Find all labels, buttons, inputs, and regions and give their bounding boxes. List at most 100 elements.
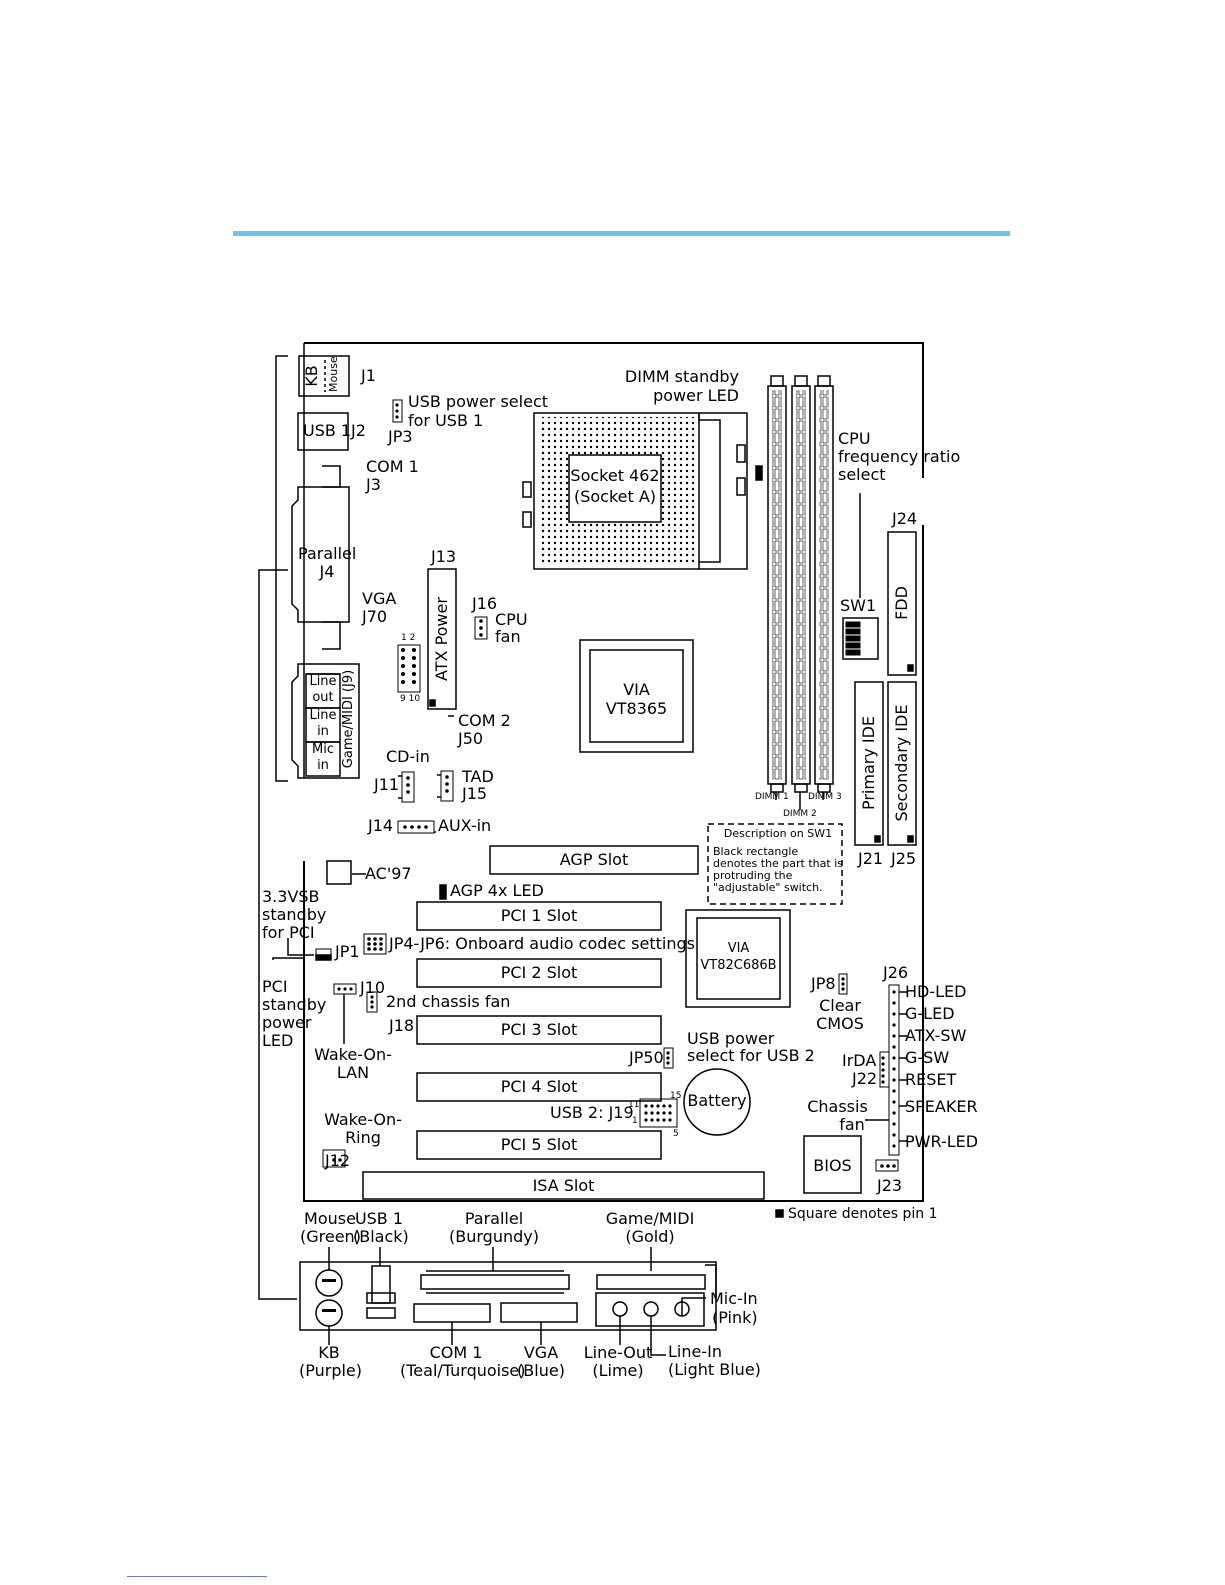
pci5-slot [416,1130,662,1160]
agp-led [439,884,447,900]
clear-label: Clear [819,996,861,1015]
pci5-label: PCI 5 Slot [500,1135,578,1154]
j12-label: J12 [325,1151,351,1170]
j3-label: J3 [366,475,381,494]
footer-line [127,1576,267,1577]
bracket-top [275,355,288,782]
j70-label: J70 [362,607,388,626]
wol-label-2: LAN [336,1063,370,1082]
vt8365-label: VT8365 [605,699,668,718]
io-linein-color: (Light Blue) [668,1360,761,1379]
io-lineout-color: (Lime) [592,1361,644,1380]
dimm-slots [767,375,834,793]
pci-standby-1: PCI [262,977,288,996]
dimm1-label: DIMM 1 [755,792,789,802]
kb-label: KB [302,365,321,387]
pci4-label: PCI 4 Slot [500,1077,578,1096]
fan-label: fan [495,627,521,646]
jp3-desc-line1: USB power select [408,392,549,411]
secondary-ide-label: Secondary IDE [892,704,911,822]
desc-body: Black rectangle denotes the part that is… [713,845,843,894]
vga-label: VGA [362,589,397,608]
parallel-label: Parallel [298,544,357,563]
usb-power-2b: select for USB 2 [687,1046,815,1065]
dimm-standby-label: DIMM standby [624,367,739,386]
io-panel [299,1261,717,1331]
io-usb1: USB 1 [354,1209,404,1228]
vsb-label-3: for PCI [262,923,315,942]
pci1-label: PCI 1 Slot [500,906,578,925]
via-vt8365-chip [579,639,694,753]
chassis-fan2-label: 2nd chassis fan [386,992,511,1011]
dimm-power-led-label: power LED [653,386,739,405]
atx-power-label: ATX Power [432,597,451,681]
line-in-label: Line in [309,708,337,739]
primary-ide-label: Primary IDE [859,715,878,811]
via-vt82c686b-chip [685,909,791,1008]
cpu-freq-label-2: frequency ratio [838,447,961,466]
cmos-label: CMOS [816,1014,864,1033]
hd-led-label: HD-LED [905,982,967,1001]
j15-label: J15 [462,784,488,803]
j25-label: J25 [891,849,917,868]
io-mouse-color: (Green) [300,1227,361,1246]
sw1-description: Description on SW1 Black rectangle denot… [713,828,843,894]
chassis-fan-label: fan [839,1115,865,1134]
chassis-label: Chassis [807,1097,868,1116]
j2-label: J2 [351,421,366,440]
game-midi-label: Game/MIDI (J9) [341,669,356,769]
j22-label: J22 [852,1069,878,1088]
io-mic: Mic-In [710,1289,758,1308]
agp-slot [489,845,699,875]
pci2-slot [416,958,662,988]
j9-audio-stack [291,663,360,779]
reset-label: RESET [905,1070,957,1089]
isa-label: ISA Slot [532,1176,595,1195]
usb2-j19-label: USB 2: J19 [550,1103,634,1122]
com2-pins-bottom: 9 10 [400,694,421,704]
io-com1-color: (Teal/Turquoise) [400,1361,526,1380]
io-parallel: Parallel [464,1209,524,1228]
jp3-jumper [392,399,403,423]
cd-in-label: CD-in [386,747,430,766]
wor-label-2: Ring [345,1128,381,1147]
com2-pins-top: 1 2 [401,633,416,643]
usb-power-2a: USB power [687,1029,775,1048]
j1-label: J1 [361,366,376,385]
agp-slot-label: AGP Slot [559,850,629,869]
j18-label: J18 [389,1016,415,1035]
fdd-connector [887,531,917,676]
j14-label: J14 [368,816,394,835]
socket-label: Socket 462 [570,466,660,485]
pin-1: 1 [632,1116,638,1126]
j16-label: J16 [472,594,498,613]
io-mic-color: (Pink) [712,1308,758,1327]
jp4-jp6-jumpers [363,933,387,955]
pci-standby-2: standby [262,995,327,1014]
jp3-label: JP3 [388,427,413,446]
pci-standby-4: LED [262,1031,294,1050]
j23-connector [875,1159,899,1172]
j10-label: J10 [360,978,386,997]
aux-in-label: AUX-in [438,816,492,835]
vga-connector [322,621,341,650]
j21-label: J21 [858,849,884,868]
vt82c686b-label: VT82C686B [700,958,777,973]
j19-usb2-header [639,1098,678,1128]
com2-label: COM 2 [458,711,511,730]
io-usb1-color: (Black) [353,1227,409,1246]
com1-label: COM 1 [366,457,419,476]
bios-label: BIOS [813,1156,852,1175]
pci2-label: PCI 2 Slot [500,963,578,982]
ac97-chip [326,860,352,885]
mic-in-label: Mic in [312,742,334,773]
battery [683,1068,751,1136]
j12-wor [322,1149,346,1168]
io-com1: COM 1 [429,1343,483,1362]
wor-label-1: Wake-On- [324,1110,402,1129]
ac97-label: AC'97 [365,864,412,883]
isa-slot [362,1171,765,1200]
via2-label: VIA [727,941,750,956]
desc-title: Description on SW1 [723,827,833,840]
dimm-standby-led [755,465,763,481]
